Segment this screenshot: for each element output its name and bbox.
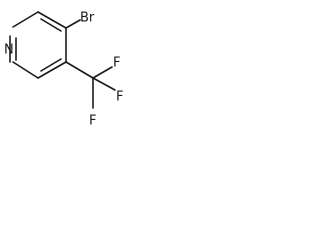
- bond-c5-c6: [12, 61, 39, 79]
- atom-label-fluorine-top: F: [113, 56, 120, 71]
- pyridine-ring: [9, 11, 67, 79]
- bond-c2-c3: [37, 11, 67, 29]
- bond-c4-c5-inner: [40, 58, 62, 72]
- atom-label-fluorine-right: F: [116, 90, 123, 105]
- bond-c4-c5: [37, 61, 67, 79]
- bond-c4-cf3: [65, 61, 94, 79]
- atom-label-bromine: Br: [80, 11, 95, 26]
- chemical-structure: N Br F F F: [4, 11, 123, 129]
- bond-c3-br: [65, 19, 81, 29]
- bond-cf3-f-right: [92, 77, 116, 91]
- bond-cf3-f-top: [92, 66, 113, 79]
- atom-label-nitrogen: N: [4, 43, 14, 58]
- bond-c2-c3-inner: [40, 18, 62, 32]
- atom-label-fluorine-bottom: F: [89, 114, 96, 129]
- bond-n-c2: [12, 11, 39, 28]
